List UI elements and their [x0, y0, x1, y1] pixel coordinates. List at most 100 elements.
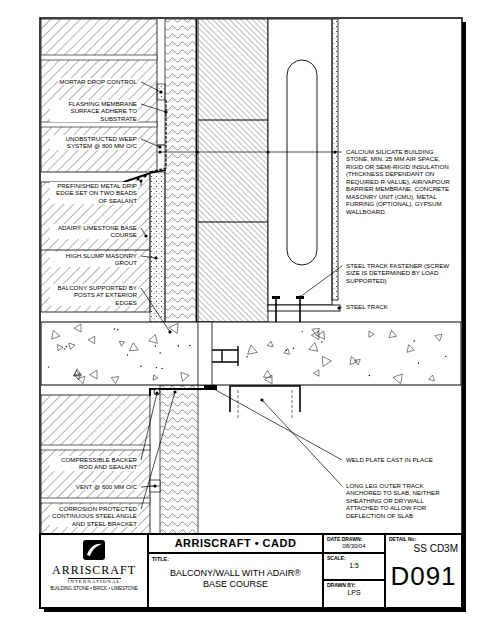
concrete-texture [267, 341, 273, 347]
title-block-text: 08/30/04 [327, 543, 381, 550]
leader-line [141, 139, 160, 147]
callout-text: HIGH SLUMP MASONRY GROUT [50, 252, 138, 267]
leader-line [141, 288, 170, 332]
weep-vent [157, 145, 165, 146]
field-caption: TITLE: [152, 556, 319, 562]
insulation [160, 385, 198, 534]
leader-dot [154, 256, 157, 259]
concrete-texture [90, 370, 98, 379]
weld-plate [205, 385, 217, 390]
concrete-texture [265, 375, 272, 383]
concrete-texture [69, 343, 75, 349]
concrete-texture [369, 375, 370, 376]
concrete-texture [350, 357, 358, 365]
concrete-texture [317, 331, 324, 339]
leader-line [300, 266, 342, 297]
leader-dot [159, 90, 162, 93]
concrete-texture [78, 376, 85, 383]
concrete-texture [169, 323, 178, 333]
air-vapour-barrier [196, 19, 197, 322]
long-leg-track [238, 390, 239, 420]
title-block-text: LPS [327, 589, 381, 597]
concrete-texture [311, 331, 319, 340]
title-block-cell: TITLE:BALCONY/WALL WITH ADAIR® BASE COUR… [148, 553, 323, 608]
concrete-texture [369, 331, 374, 337]
leader-line [141, 82, 161, 92]
steel-track [268, 305, 340, 311]
concrete-texture [418, 362, 419, 363]
concrete-texture [321, 341, 322, 342]
concrete-texture [389, 330, 397, 337]
flashing-membrane [150, 100, 166, 172]
drip-edge [137, 178, 140, 181]
calcium-silicate-stone [41, 122, 157, 127]
logo-mark [82, 539, 106, 561]
drip-edge [144, 175, 147, 178]
title-block-cell: DRAWN BY:LPS [323, 580, 385, 608]
leader-dot [195, 150, 198, 153]
leader-dot [173, 390, 176, 393]
mortar-drop-control [157, 84, 165, 100]
leader-dot [144, 234, 147, 237]
concrete-texture [130, 343, 139, 351]
logo-mark [83, 540, 105, 560]
concrete-texture [156, 367, 157, 368]
concrete-texture [301, 331, 302, 332]
concrete-texture [111, 377, 118, 384]
callout-text: CORROSION PROTECTED CONTINUOUS STEEL ANG… [50, 505, 138, 527]
concrete-slab [41, 322, 461, 385]
callout-text: UNOBSTRUCTED WEEP SYSTEM @ 800 MM O/C [50, 135, 138, 150]
concrete-texture [293, 348, 294, 349]
concrete-texture [74, 370, 80, 375]
leader-line [212, 388, 342, 460]
concrete-texture [140, 366, 141, 367]
leader-dot [266, 150, 269, 153]
concrete-texture [435, 334, 442, 341]
field-caption: SCALE: [327, 556, 381, 562]
insulation [160, 19, 198, 534]
leader-dot [139, 179, 142, 182]
wall-section [41, 19, 461, 534]
concrete-texture [161, 368, 162, 369]
concrete-texture [52, 330, 60, 339]
concrete-texture [149, 335, 158, 344]
concrete-texture [354, 359, 360, 365]
concrete-texture [246, 356, 247, 357]
callout-text: STEEL TRACK FASTENER (SCREW SIZE IS DETE… [345, 262, 457, 284]
lower-stone [41, 395, 150, 534]
cmu [198, 222, 268, 223]
steel-stud [268, 19, 332, 305]
leader-dot [298, 295, 301, 298]
leader-line [141, 256, 156, 258]
concrete-texture [445, 356, 446, 357]
leader-dot [337, 306, 340, 309]
title-block-text: ARRISCRAFT • CADD [175, 537, 297, 550]
concrete-texture [189, 345, 190, 346]
adair-base-course [41, 174, 150, 312]
title-block-text: INTERNATIONAL [68, 578, 121, 585]
adair-base-course [41, 250, 150, 251]
gypsum-wallboard [332, 19, 338, 300]
concrete-texture [48, 323, 447, 383]
steel-track [268, 305, 340, 311]
concrete-texture [64, 348, 65, 349]
callout-text: VENT @ 600 MM O/C [75, 483, 138, 490]
leader-dot [210, 386, 213, 389]
logo-cell: ARRISCRAFTINTERNATIONALBUILDING STONE • … [40, 534, 148, 608]
field-caption: DETAIL No: [389, 537, 458, 543]
leader-line [141, 104, 166, 112]
concrete-texture [159, 352, 160, 353]
concrete-texture [248, 345, 258, 354]
concrete-texture [119, 341, 124, 346]
concrete-texture [74, 324, 81, 332]
leader-line [262, 400, 342, 486]
title-block-text: D091 [389, 562, 458, 592]
title-block-text: SS CD3M [389, 543, 458, 555]
concrete-texture [429, 375, 435, 380]
leader-dot [164, 110, 167, 113]
long-leg-track [292, 390, 293, 420]
concrete-texture [407, 345, 414, 353]
masonry-grout [150, 172, 165, 322]
steel-angle [150, 385, 205, 396]
concrete-texture [178, 345, 179, 346]
